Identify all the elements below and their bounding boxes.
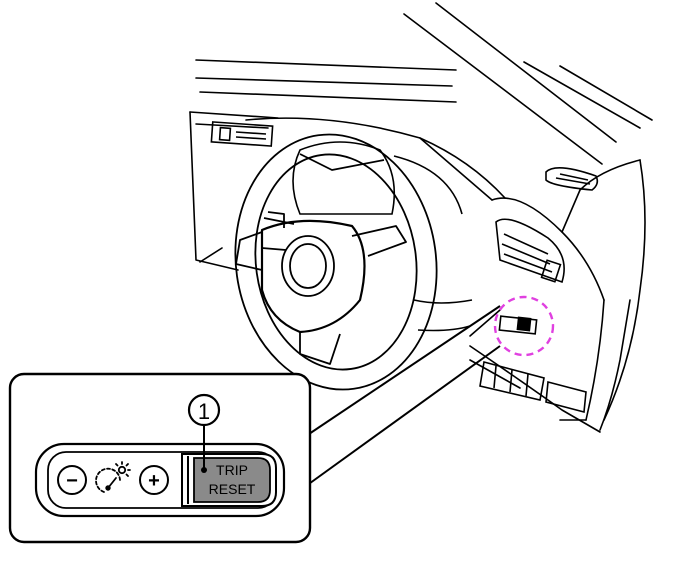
left-air-vent xyxy=(210,121,274,147)
callout-marker-1: 1 xyxy=(187,393,221,473)
trip-reset-button[interactable] xyxy=(193,457,271,503)
highlight-circle xyxy=(493,295,555,357)
steering-wheel xyxy=(234,133,438,391)
minus-button[interactable] xyxy=(57,465,87,495)
dashboard-brightness-icon xyxy=(95,461,131,493)
side-defrost-vent xyxy=(545,167,599,191)
leader-lines xyxy=(305,305,501,487)
minus-button-label: − xyxy=(66,470,78,492)
center-air-vent xyxy=(495,218,565,284)
windshield-lines xyxy=(195,2,653,165)
plus-button[interactable] xyxy=(139,465,169,495)
dashboard-outline xyxy=(189,111,646,433)
trip-reset-label-line1: TRIP xyxy=(216,462,248,478)
trip-reset-label-line2: RESET xyxy=(209,481,256,497)
lower-console-switches xyxy=(479,361,587,414)
steering-column xyxy=(413,299,473,332)
dash-switch-location xyxy=(498,315,538,335)
callout-number: 1 xyxy=(198,399,210,424)
switch-panel: − + TRIP RESET xyxy=(34,442,286,518)
instrument-cluster xyxy=(292,141,463,215)
plus-button-label: + xyxy=(148,470,160,492)
